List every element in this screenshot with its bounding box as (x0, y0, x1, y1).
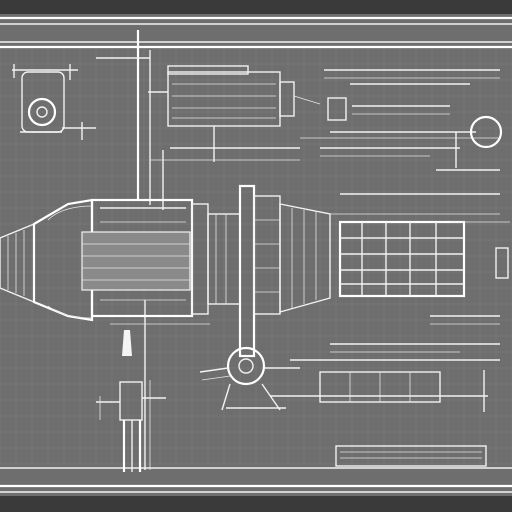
engine-assembly (0, 184, 331, 358)
dimension-rows-bottom (270, 315, 500, 467)
dimension-rows-top (300, 69, 503, 171)
cylinder-detail (148, 65, 321, 162)
gear-detail (199, 346, 300, 411)
leader-lines (96, 30, 300, 470)
background-grid (0, 47, 512, 468)
bracket-detail (12, 64, 96, 140)
grid-panel (330, 193, 510, 298)
stand-detail (96, 323, 210, 472)
